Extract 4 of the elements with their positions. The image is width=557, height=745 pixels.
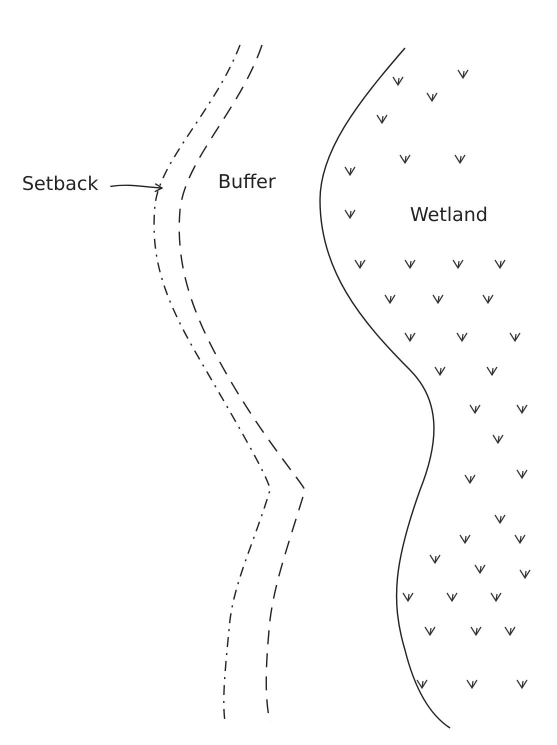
setback-label: Setback bbox=[22, 174, 98, 195]
arrow bbox=[110, 182, 163, 192]
wetland-label: Wetland bbox=[410, 205, 488, 226]
buffer-label: Buffer bbox=[218, 172, 276, 193]
